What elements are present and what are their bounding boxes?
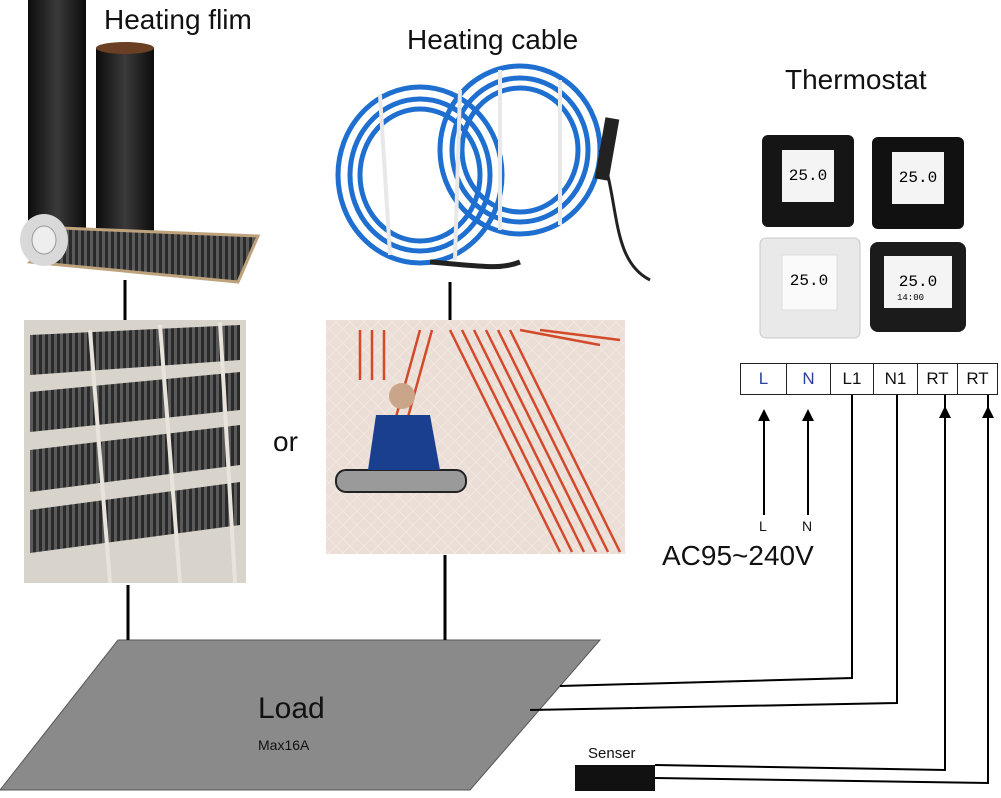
connector-lines [123,280,452,640]
sensor-wires [654,395,989,785]
terminal-l: L [740,363,787,395]
thermostat-temp-4: 25.0 [899,273,937,291]
sensor-probe [575,765,655,791]
thermostat-image [759,135,966,339]
terminal-rt-1: RT [917,363,958,395]
voltage-label: AC95~240V [662,540,814,571]
cable-installation-image [326,320,625,554]
sensor-label: Senser [588,745,636,762]
thermostat-temp-2: 25.0 [899,169,937,187]
terminal-n1: N1 [873,363,918,395]
thermostat-time: 14:00 [897,293,924,303]
wire-label-l: L [759,518,767,534]
wire-label-n: N [802,518,813,534]
max-current-label: Max16A [258,737,310,753]
power-arrows [758,406,994,515]
load-plate [0,639,602,791]
thermostat-temp-3: 25.0 [790,272,828,290]
load-label: Load [258,692,325,725]
heating-film-title: Heating flim [104,4,252,35]
heating-cable-image [335,63,651,282]
thermostat-temp-1: 25.0 [789,167,827,185]
terminal-l1: L1 [830,363,874,395]
film-installation-image [24,320,246,584]
heating-film-image [20,0,261,284]
heating-cable-title: Heating cable [407,24,579,55]
terminal-n: N [786,363,831,395]
load-wires [529,395,898,711]
terminal-rt-2: RT [957,363,998,395]
thermostat-title: Thermostat [785,64,927,95]
or-label: or [273,426,298,457]
